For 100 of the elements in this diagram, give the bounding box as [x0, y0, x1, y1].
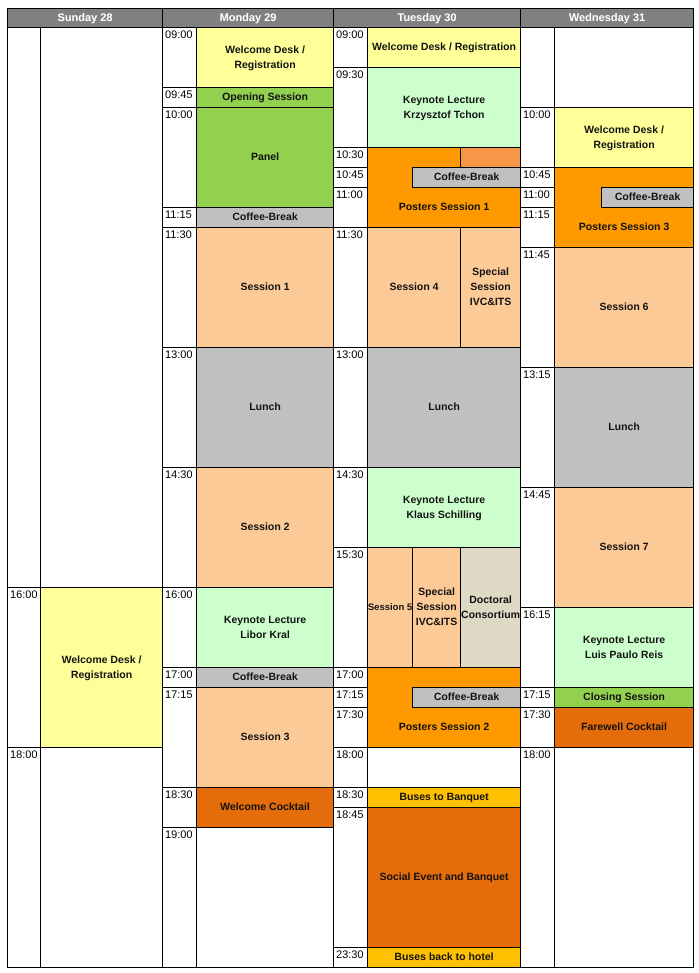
time-label: 13:00	[336, 349, 364, 361]
event-title: Posters Session 1	[398, 200, 490, 215]
event-block	[367, 467, 521, 548]
time-label: 11:30	[336, 229, 363, 241]
time-label: 18:00	[336, 749, 364, 761]
time-label: 15:30	[336, 549, 364, 561]
event-block	[367, 667, 521, 748]
event-block	[40, 587, 163, 748]
event-title: Coffee-Break	[232, 210, 298, 225]
event-block	[554, 367, 694, 488]
speaker-name: Luis Paulo Reis	[584, 648, 664, 662]
event-block	[196, 107, 334, 208]
day-header: Sunday 28	[57, 12, 113, 24]
event-title: Coffee-Break	[434, 690, 500, 705]
event-title: Coffee-Break	[614, 190, 680, 205]
event-title: Session 3	[240, 730, 290, 745]
event-block	[554, 487, 694, 608]
event-block	[367, 147, 521, 228]
time-label: 16:15	[523, 609, 551, 621]
event-title: Special Session IVC&ITS	[415, 585, 458, 630]
event-title: Welcome Desk / Registration	[224, 42, 306, 72]
event-title: Welcome Desk / Registration	[583, 122, 665, 152]
event-title: Welcome Desk / Registration	[60, 652, 142, 682]
time-label: 09:00	[165, 29, 193, 41]
time-label: 19:00	[165, 829, 193, 841]
event-title: Farewell Cocktail	[581, 720, 667, 735]
event-block	[367, 807, 521, 948]
time-label: 11:15	[165, 209, 192, 221]
time-label: 11:00	[336, 189, 363, 201]
time-label: 17:15	[523, 689, 551, 701]
time-label: 14:30	[336, 469, 364, 481]
speaker-name: Krzysztof Tchon	[404, 108, 484, 122]
event-block	[196, 787, 334, 828]
time-label: 11:45	[523, 249, 550, 261]
time-label: 16:00	[165, 589, 193, 601]
time-label: 10:00	[523, 109, 551, 121]
time-label: 11:30	[165, 229, 192, 241]
time-label: 17:15	[336, 689, 364, 701]
event-title: Posters Session 3	[578, 220, 670, 235]
event-title: Doctoral Consortium	[461, 592, 520, 622]
day-header: Wednesday 31	[568, 12, 646, 24]
event-block	[196, 587, 334, 668]
event-block	[460, 147, 521, 168]
event-block	[367, 67, 521, 148]
event-title: Session 2	[240, 520, 290, 535]
time-label: 16:00	[10, 589, 38, 601]
event-title: Panel	[250, 150, 279, 165]
time-label: 11:00	[523, 189, 550, 201]
event-title: Welcome Cocktail	[220, 800, 310, 815]
event-block	[554, 167, 694, 248]
event-block	[196, 27, 334, 88]
time-label: 17:30	[523, 709, 551, 721]
event-block	[367, 787, 521, 808]
event-title: Coffee-Break	[434, 170, 500, 185]
time-label: 18:00	[523, 749, 551, 761]
event-block	[554, 107, 694, 168]
time-label: 14:30	[165, 469, 193, 481]
time-label: 09:30	[336, 69, 364, 81]
time-label: 10:30	[336, 149, 364, 161]
event-block	[554, 247, 694, 368]
event-block	[367, 947, 521, 968]
event-block	[460, 227, 521, 348]
event-title: Closing Session	[583, 690, 665, 705]
time-label: 17:15	[165, 689, 193, 701]
time-label: 10:45	[336, 169, 364, 181]
event-title: Posters Session 2	[398, 720, 490, 735]
time-label: 10:45	[523, 169, 551, 181]
time-label: 13:00	[165, 349, 193, 361]
event-title: Keynote Lecture	[402, 492, 486, 508]
event-block	[460, 547, 521, 668]
time-label: 10:00	[165, 109, 193, 121]
event-title: Coffee-Break	[232, 670, 298, 685]
event-title: Session 4	[389, 280, 439, 295]
event-title: Keynote Lecture	[402, 92, 486, 108]
event-title: Keynote Lecture	[582, 632, 666, 648]
event-title: Opening Session	[222, 90, 308, 105]
event-block	[196, 467, 334, 588]
time-label: 17:00	[336, 669, 364, 681]
event-block	[196, 687, 334, 788]
event-block	[196, 227, 334, 348]
event-block	[601, 187, 694, 208]
speaker-name: Libor Kral	[240, 628, 290, 642]
event-block	[412, 547, 461, 668]
event-block	[554, 687, 694, 708]
event-title: Lunch	[608, 420, 640, 435]
event-block	[196, 87, 334, 108]
event-block	[367, 227, 461, 348]
event-title: Session 1	[240, 280, 290, 295]
time-label: 17:30	[336, 709, 364, 721]
time-label: 18:00	[10, 749, 38, 761]
event-block	[412, 167, 521, 188]
event-block	[367, 27, 521, 68]
time-label: 17:00	[165, 669, 193, 681]
event-title: Keynote Lecture	[224, 612, 306, 628]
time-label: 09:45	[165, 89, 193, 101]
event-title: Welcome Desk / Registration	[372, 40, 516, 55]
event-block	[367, 347, 521, 468]
event-block	[554, 607, 694, 688]
event-block	[554, 707, 694, 748]
event-title: Social Event and Banquet	[380, 870, 508, 885]
